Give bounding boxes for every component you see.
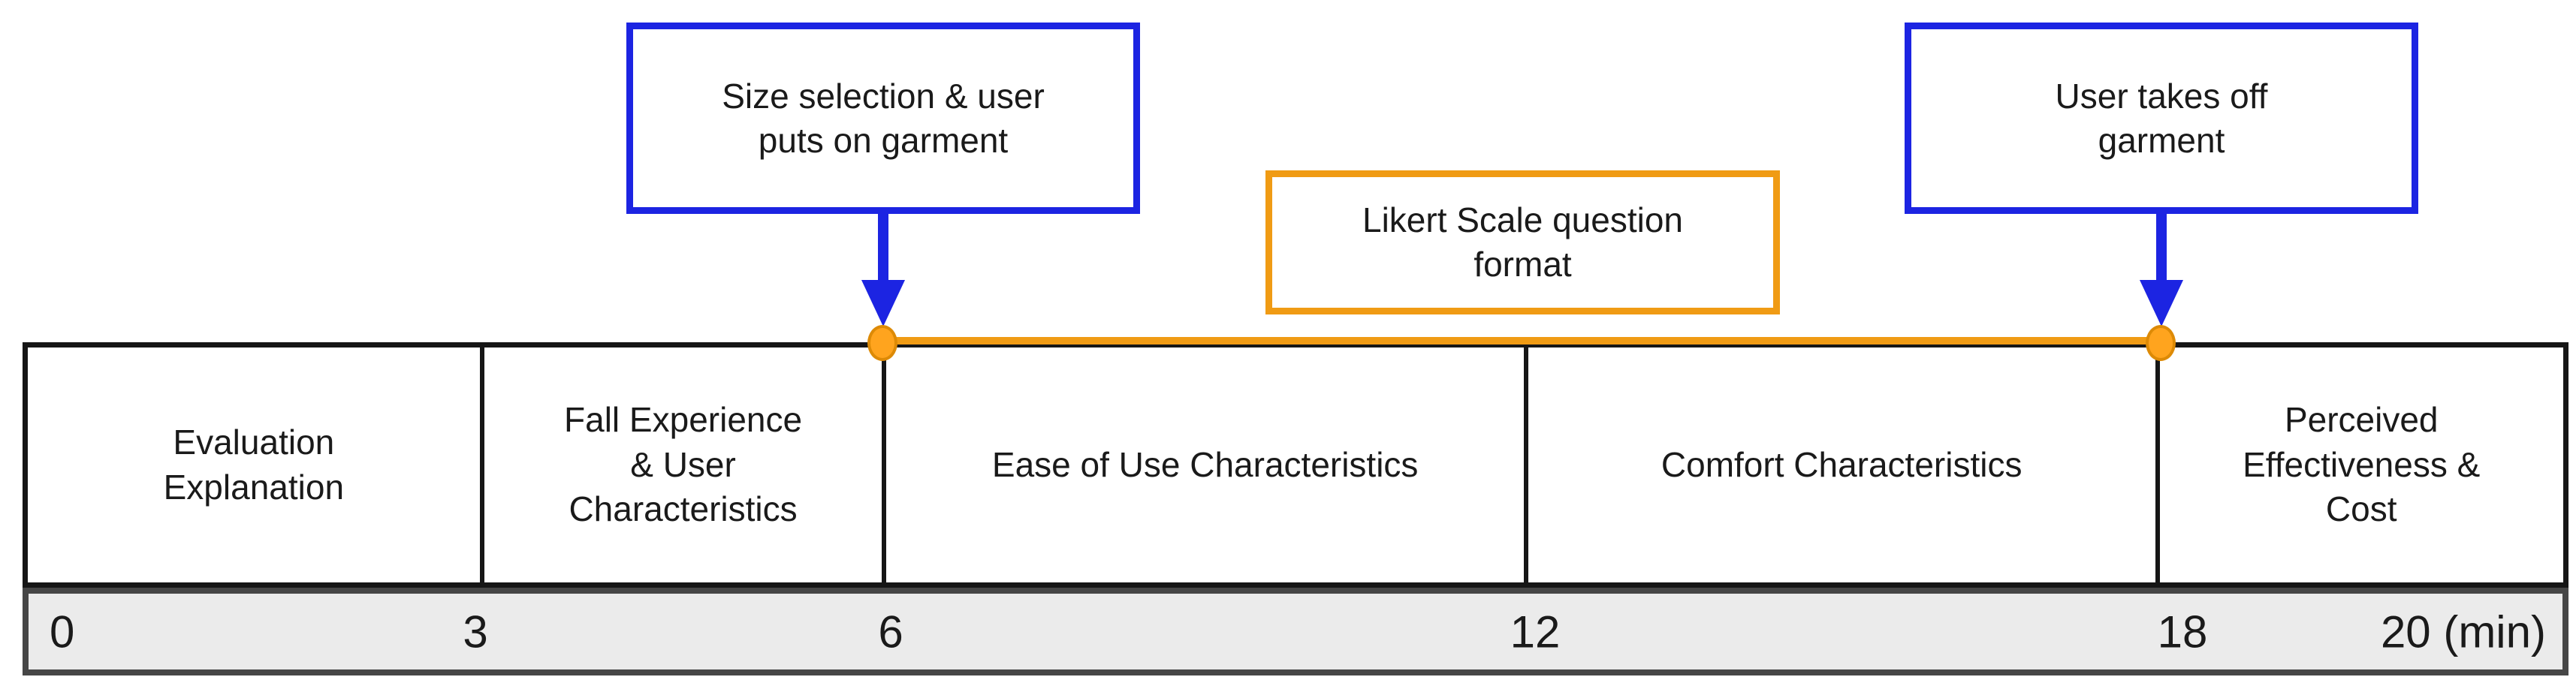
axis-tick-12: 12 (1510, 606, 1561, 657)
callout-take-off-line1: User takes off (2055, 76, 2268, 116)
time-axis: 0 3 6 12 18 20 (min) (23, 588, 2568, 675)
cell-text-line: Ease of Use Characteristics (991, 444, 1419, 484)
timeline-row: Evaluation Explanation Fall Experience &… (23, 342, 2568, 588)
arrow-down-icon (878, 211, 888, 282)
callout-likert-scale: Likert Scale question format (1265, 170, 1780, 314)
axis-tick-18: 18 (2157, 606, 2208, 657)
arrow-down-icon (861, 280, 905, 326)
callout-likert-line1: Likert Scale question (1362, 200, 1684, 240)
timeline-dot-icon (867, 325, 897, 361)
axis-tick-6: 6 (878, 606, 903, 657)
callout-size-selection-line1: Size selection & user (722, 76, 1045, 116)
likert-span-line (882, 337, 2162, 344)
cell-text-line: Effectiveness & (2243, 444, 2481, 484)
cell-text-line: Characteristics (569, 489, 798, 529)
callout-take-off-garment: User takes off garment (1905, 23, 2418, 214)
timeline-dot-icon (2146, 325, 2176, 361)
cell-text-line: Perceived (2284, 399, 2439, 439)
arrow-down-icon (2140, 280, 2183, 326)
cell-text-line: & User (630, 444, 736, 484)
cell-text-line: Fall Experience (564, 399, 803, 439)
arrow-down-icon (2156, 211, 2167, 282)
cell-text-line: Evaluation (173, 422, 335, 462)
callout-likert-line2: format (1474, 245, 1572, 284)
axis-tick-3: 3 (463, 606, 488, 657)
timeline-cell-perceived-effectiveness: Perceived Effectiveness & Cost (2160, 348, 2563, 582)
timeline-cell-fall-experience: Fall Experience & User Characteristics (484, 348, 887, 582)
callout-size-selection: Size selection & user puts on garment (626, 23, 1140, 214)
cell-text-line: Explanation (163, 467, 345, 507)
callout-size-selection-line2: puts on garment (758, 120, 1009, 160)
timeline-cell-evaluation-explanation: Evaluation Explanation (28, 348, 484, 582)
cell-text-line: Cost (2325, 489, 2397, 529)
axis-tick-0: 0 (50, 606, 75, 657)
timeline-cell-comfort: Comfort Characteristics (1528, 348, 2160, 582)
timeline-cell-ease-of-use: Ease of Use Characteristics (886, 348, 1528, 582)
callout-take-off-line2: garment (2098, 120, 2225, 160)
axis-tick-20-min: 20 (min) (2380, 606, 2546, 657)
cell-text-line: Comfort Characteristics (1661, 444, 2022, 484)
